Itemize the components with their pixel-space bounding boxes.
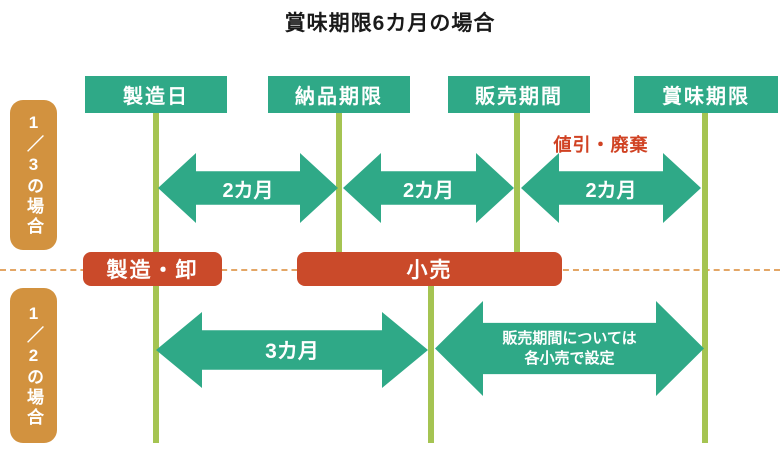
arrow-2months-manufacture-to-delivery: 2カ月 (158, 153, 338, 223)
arrow-2months-sales-to-bestbefore: 2カ月 (521, 153, 701, 223)
timeline-line-delivery-deadline (336, 113, 342, 253)
arrow-sales-period-set-by-retailer: 販売期間については 各小売で設定 (435, 301, 704, 396)
timeline-line-retail-midpoint (428, 286, 434, 443)
header-best-before: 賞味期限 (634, 76, 778, 113)
arrow-label-line2: 各小売で設定 (524, 349, 615, 367)
arrow-label-line1: 販売期間については (502, 330, 637, 347)
arrow-label: 2カ月 (585, 179, 637, 202)
arrow-label: 3カ月 (265, 340, 319, 363)
arrow-label: 2カ月 (222, 179, 274, 202)
bar-retail: 小売 (297, 252, 562, 286)
timeline-line-sales-period (514, 113, 520, 253)
side-label-one-third-case: 1／3の場合 (10, 100, 57, 250)
discount-disposal-note: 値引・廃棄 (553, 135, 649, 155)
timeline-line-best-before (702, 113, 708, 443)
header-manufacture-date: 製造日 (85, 76, 227, 113)
arrow-2months-delivery-to-sales: 2カ月 (343, 153, 514, 223)
arrow-3months: 3カ月 (156, 312, 428, 388)
diagram-title: 賞味期限6カ月の場合 (284, 12, 496, 35)
bar-manufacture-wholesale: 製造・卸 (83, 252, 222, 286)
header-delivery-deadline: 納品期限 (268, 76, 410, 113)
side-label-one-half-case: 1／2の場合 (10, 288, 57, 443)
arrow-label: 2カ月 (402, 179, 455, 202)
header-sales-period: 販売期間 (448, 76, 590, 113)
